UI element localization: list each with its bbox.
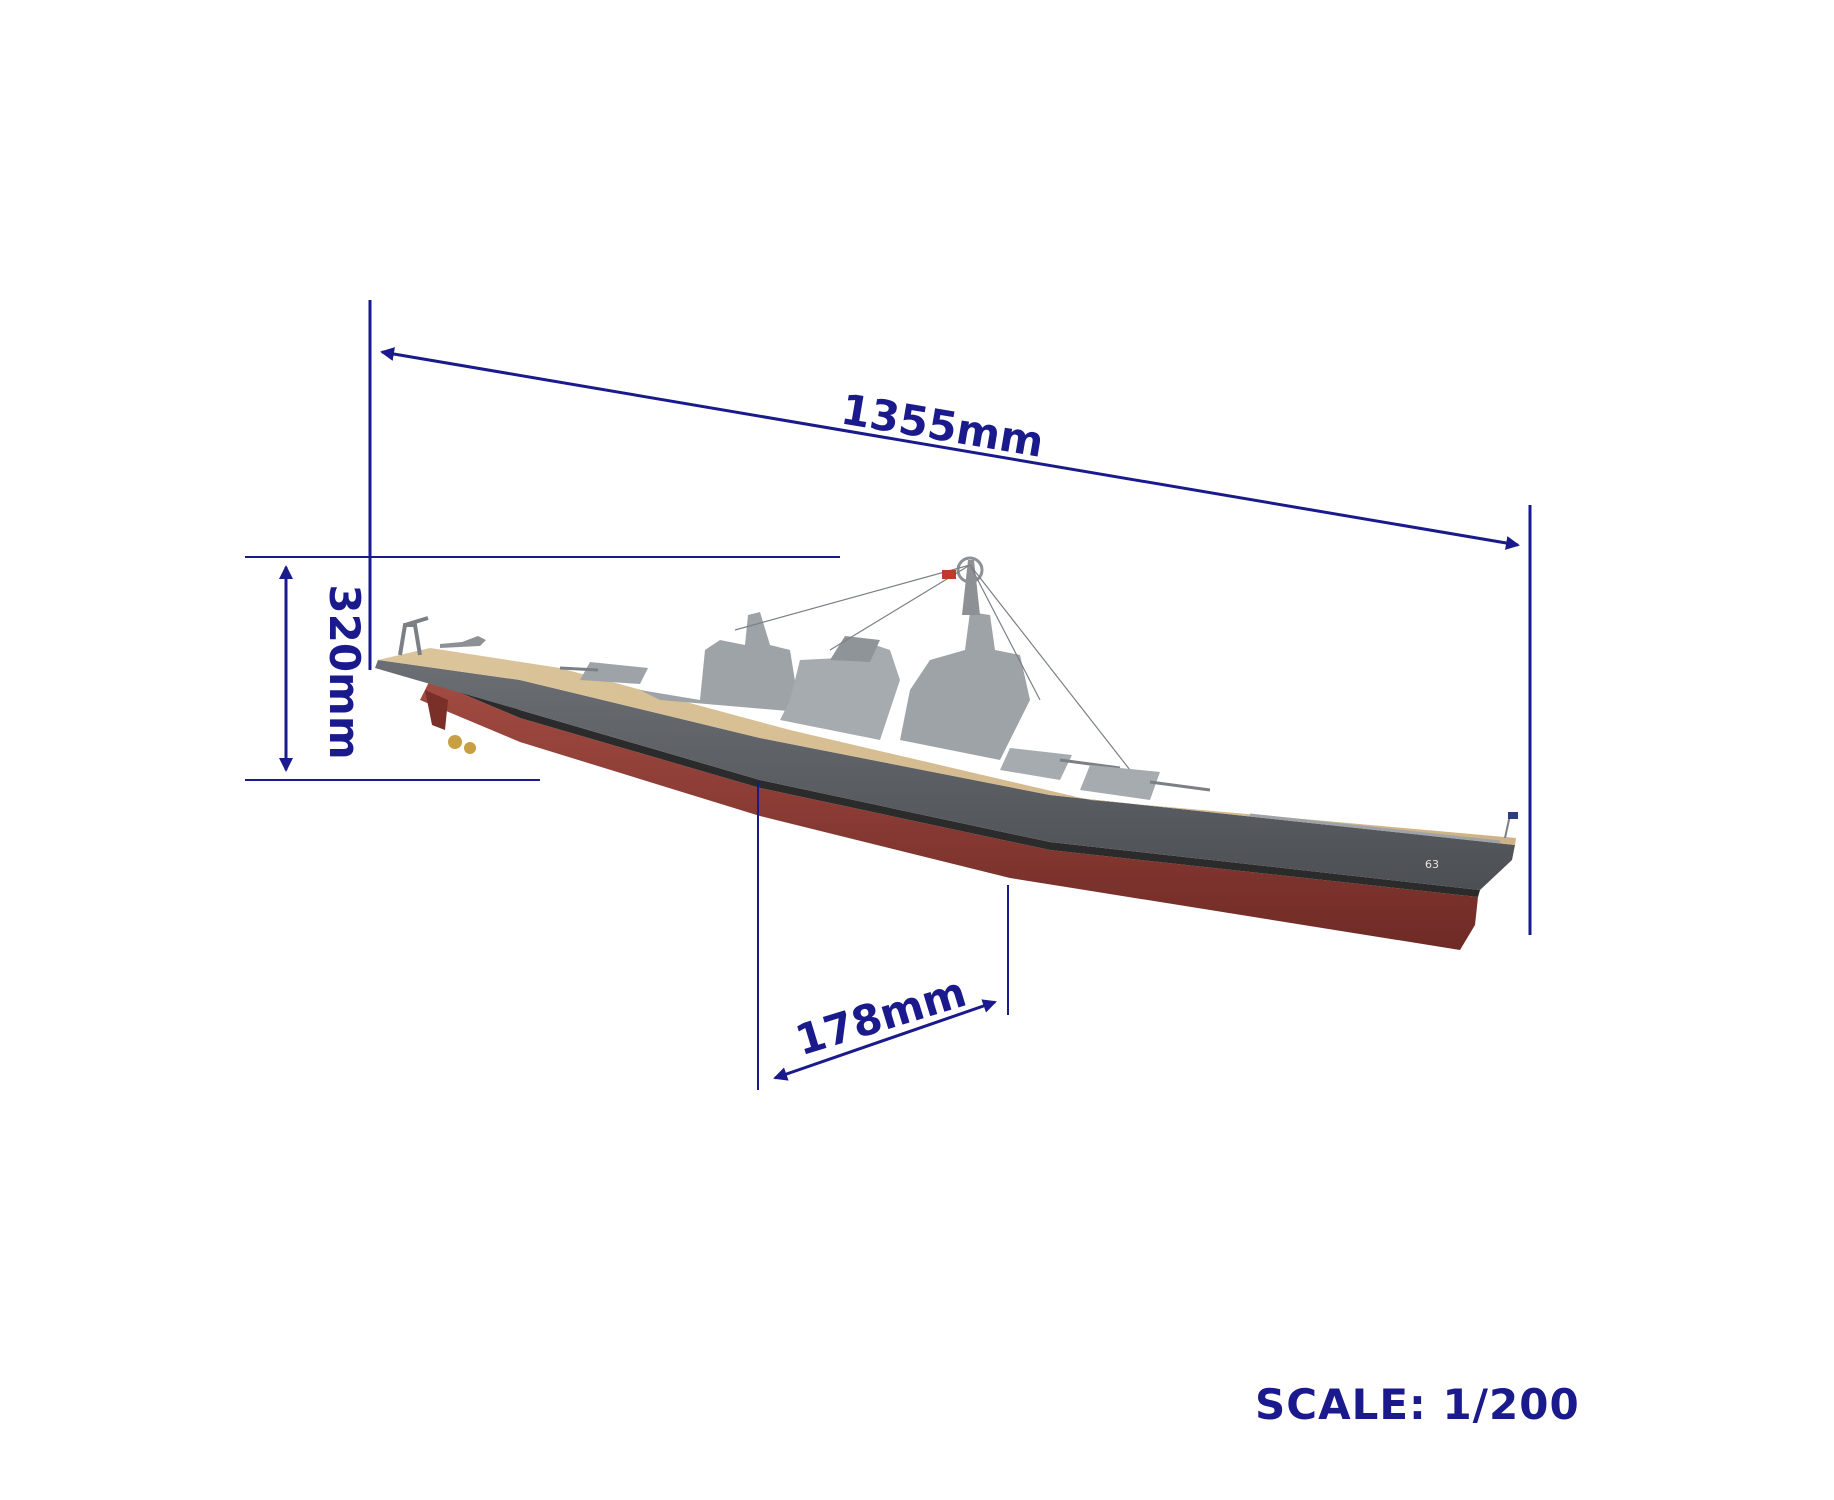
hull-lower-red [420, 680, 1478, 950]
rigging-lines [734, 564, 1131, 771]
height-dimension [245, 556, 840, 781]
flag [942, 570, 956, 579]
length-label: 1355mm [838, 385, 1048, 467]
hull-upper-grey [375, 660, 1515, 890]
beam-label: 178mm [790, 967, 972, 1065]
jack-flag [1508, 812, 1518, 819]
stern-aircraft [440, 636, 486, 648]
bow-anchor-chains [1249, 813, 1501, 844]
main-mast [962, 560, 980, 615]
propeller [448, 735, 462, 749]
scale-label: SCALE: 1/200 [1255, 1380, 1580, 1429]
forward-turret-2 [1000, 748, 1121, 780]
radar-dish [956, 556, 984, 584]
length-arrow [380, 347, 1520, 550]
hull-number: 63 [1425, 858, 1439, 871]
propeller [464, 742, 476, 754]
beam-arrow [773, 999, 997, 1081]
mid-superstructure [780, 640, 900, 740]
rudder [425, 690, 448, 730]
forward-turret-1 [1080, 765, 1211, 800]
aft-crane [398, 616, 429, 656]
aft-superstructure [640, 612, 800, 712]
length-dimension [368, 300, 1532, 935]
battleship-model: 63 [375, 556, 1518, 950]
aft-turret [559, 662, 648, 684]
beam-dimension [757, 782, 1009, 1090]
height-label: 320mm [320, 584, 369, 759]
forward-superstructure [900, 612, 1030, 760]
